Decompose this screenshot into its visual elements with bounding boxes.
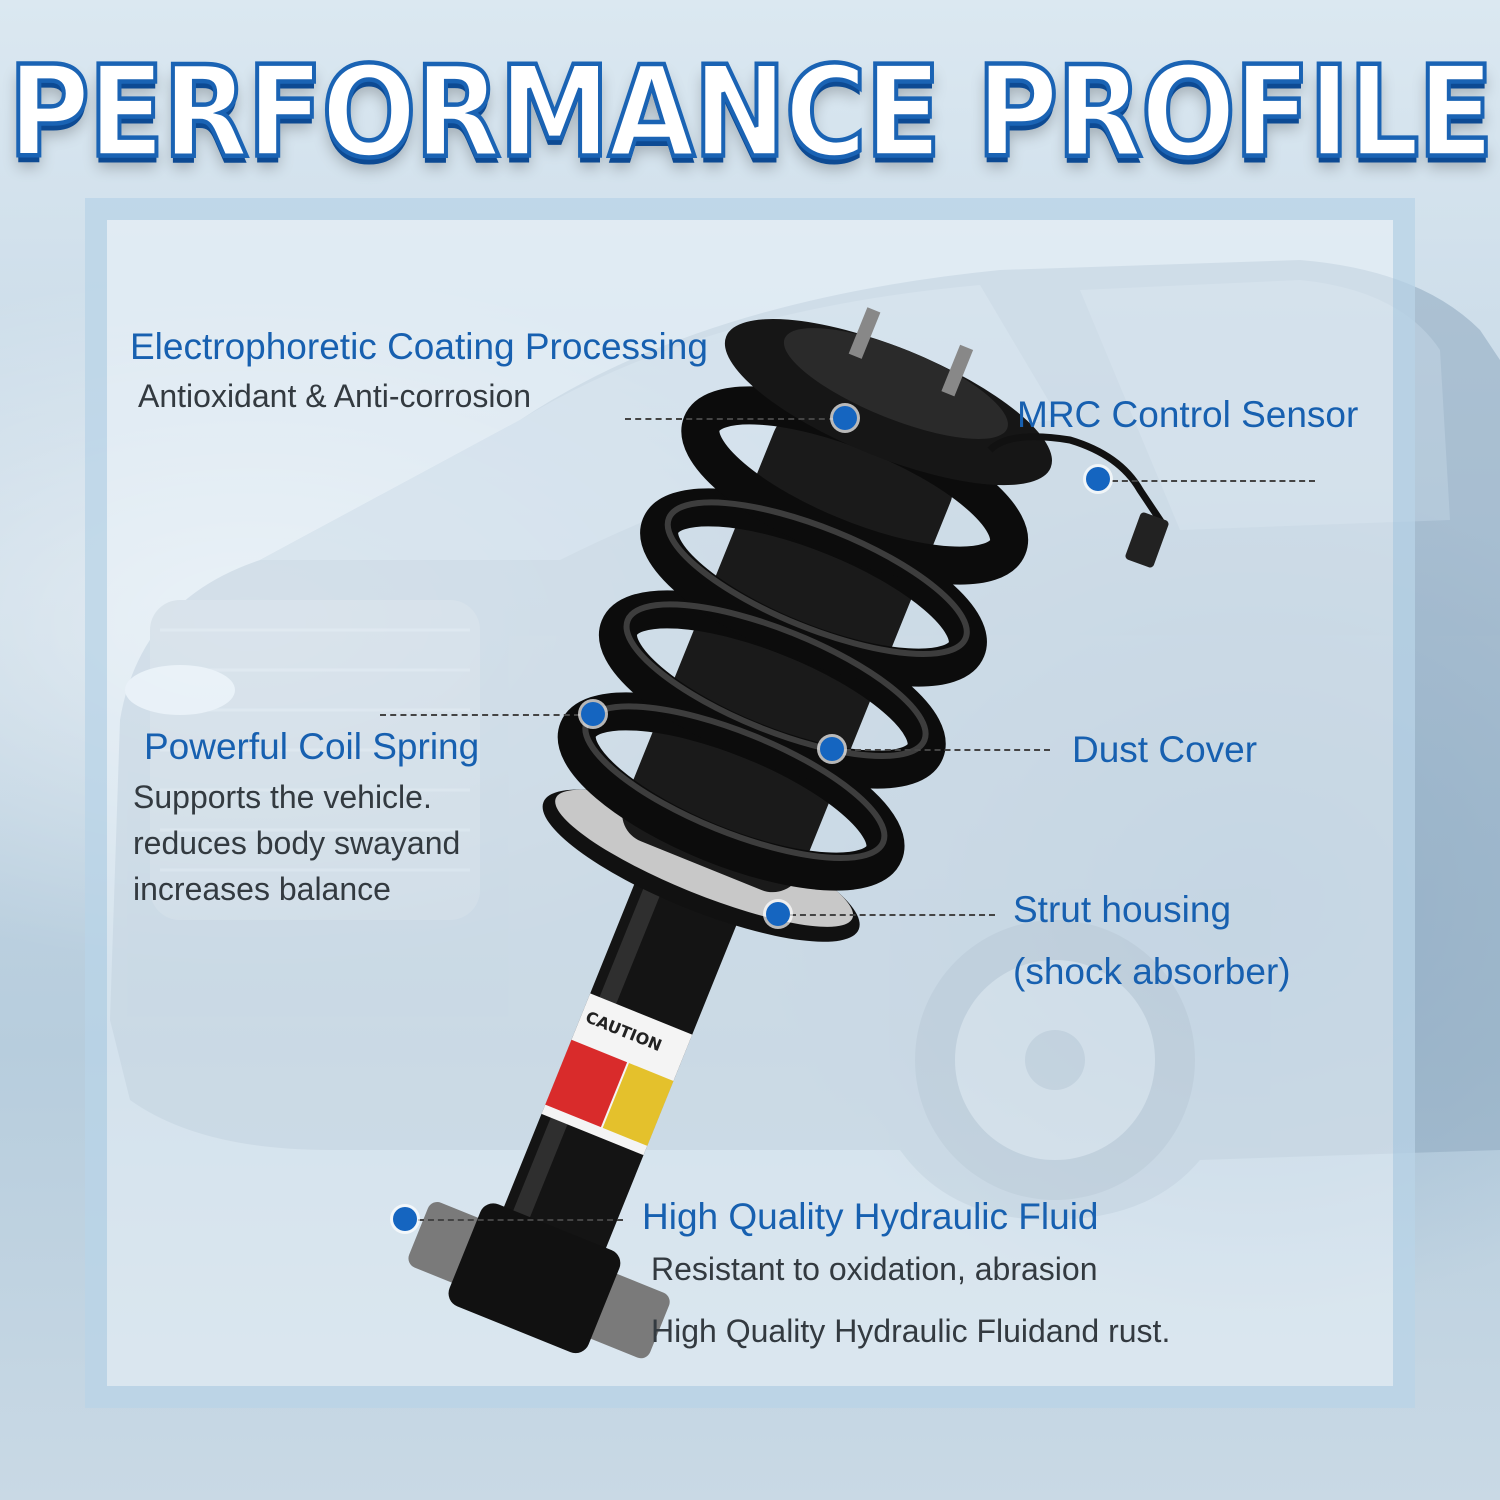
leader-line-dust bbox=[845, 749, 1050, 751]
feature-title-dust: Dust Cover bbox=[1072, 729, 1258, 770]
feature-title-strut-line-1: Strut housing bbox=[1013, 889, 1232, 930]
callout-dot-sensor bbox=[1086, 467, 1110, 491]
feature-desc-spring-line-3: increases balance bbox=[133, 871, 391, 907]
feature-desc-spring-line-1: Supports the vehicle. bbox=[133, 779, 432, 815]
feature-title-fluid: High Quality Hydraulic Fluid bbox=[642, 1196, 1099, 1237]
page-title: PERFORMANCE PROFILE bbox=[6, 38, 1496, 188]
feature-desc-fluid-line-2: High Quality Hydraulic Fluidand rust. bbox=[651, 1313, 1171, 1349]
caution-decal: CAUTION bbox=[541, 993, 693, 1156]
feature-title-sensor: MRC Control Sensor bbox=[1017, 394, 1359, 435]
callout-dot-fluid bbox=[393, 1207, 417, 1231]
feature-desc-coating: Antioxidant & Anti-corrosion bbox=[138, 378, 532, 414]
leader-line-sensor bbox=[1112, 480, 1315, 482]
callout-dot-strut bbox=[766, 902, 790, 926]
feature-desc-spring-line-2: reduces body swayand bbox=[133, 825, 461, 861]
callout-dot-coating bbox=[833, 406, 857, 430]
feature-title-coating: Electrophoretic Coating Processing bbox=[130, 326, 708, 367]
callout-dot-spring bbox=[581, 702, 605, 726]
leader-line-spring bbox=[380, 714, 580, 716]
leader-line-fluid bbox=[418, 1219, 623, 1221]
feature-desc-fluid-line-1: Resistant to oxidation, abrasion bbox=[651, 1251, 1098, 1287]
feature-title-strut-line-2: (shock absorber) bbox=[1013, 951, 1291, 992]
leader-line-coating bbox=[625, 418, 835, 420]
feature-title-spring: Powerful Coil Spring bbox=[144, 726, 480, 767]
callout-dot-dust bbox=[820, 737, 844, 761]
leader-line-strut bbox=[790, 914, 995, 916]
